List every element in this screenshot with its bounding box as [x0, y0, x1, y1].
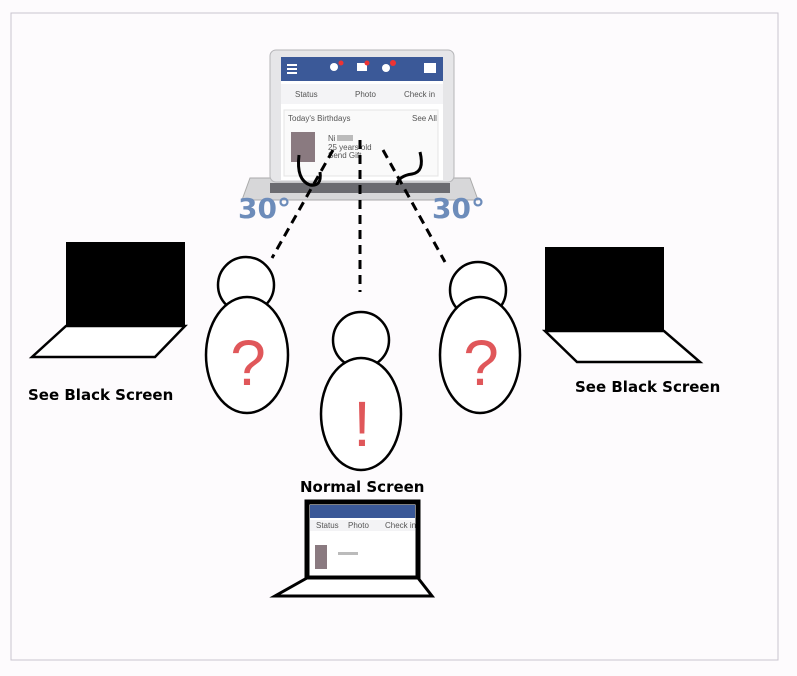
laptop-left-black [28, 242, 188, 359]
laptop-normal: Status Photo Check in [269, 499, 436, 598]
label-see-black-screen-right: See Black Screen [575, 378, 720, 396]
viewer-center [319, 310, 403, 472]
viewing-lines [270, 140, 447, 292]
frame-border [10, 12, 779, 661]
tab-status: Status [295, 90, 318, 99]
viewer-left [204, 255, 290, 415]
send-gift: Send Gift [328, 151, 362, 160]
card-title: Today's Birthdays [288, 114, 350, 123]
label-see-black-screen-left: See Black Screen [28, 386, 173, 404]
label-normal-screen: Normal Screen [300, 478, 425, 496]
friend-name: Ni [328, 134, 336, 143]
mini-tab-photo: Photo [348, 521, 369, 530]
avatar [291, 132, 315, 162]
mini-tab-status: Status [316, 521, 339, 530]
tab-photo: Photo [355, 90, 376, 99]
laptop-right-black [541, 247, 704, 364]
exclamation-mark-icon: ! [353, 388, 371, 460]
viewer-right [438, 260, 522, 415]
tab-check-in: Check in [404, 90, 435, 99]
friend-age: 25 years old [328, 143, 372, 152]
question-mark-icon: ? [230, 327, 266, 399]
main-laptop: Status Photo Check in Today's Birthdays … [241, 49, 479, 201]
question-mark-icon: ? [463, 327, 499, 399]
mini-tab-check-in: Check in [385, 521, 416, 530]
see-all-link: See All [412, 114, 437, 123]
angle-label-right: 30° [432, 192, 485, 225]
angle-label-left: 30° [238, 192, 291, 225]
